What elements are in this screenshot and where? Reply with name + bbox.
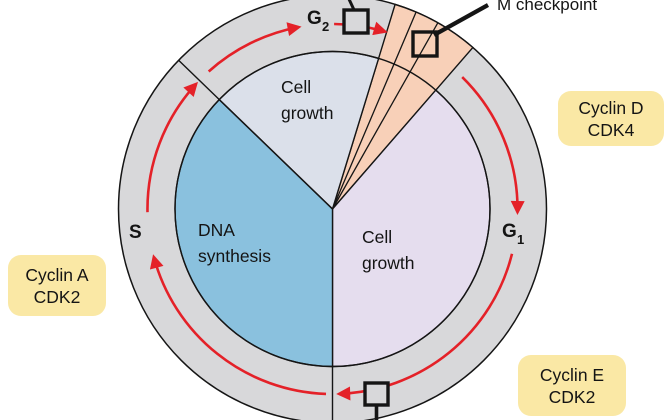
g1-checkpoint-square (363, 381, 390, 407)
slice-label-dna-synthesis: DNA synthesis (198, 220, 271, 266)
phase-label-s: S (129, 222, 142, 243)
phase-label-g1: G1 (502, 221, 525, 247)
slice-label-cell-growth-right: Cell growth (362, 227, 415, 273)
m-wedge-division-line-2 (331, 22, 439, 210)
cyclin-a-cdk2-box: Cyclin A CDK2 (8, 255, 106, 316)
m-wedge-division-line-1 (331, 11, 417, 210)
phase-label-g2: G2 (307, 8, 330, 34)
m-checkpoint-square (411, 30, 439, 58)
slice-label-cell-growth-top: Cell growth (281, 77, 334, 123)
s-g2-boundary-line (178, 59, 333, 210)
arrow-arc-bottom-to-s (149, 254, 327, 396)
cyclin-d-cdk4-box: Cyclin D CDK4 (558, 91, 664, 146)
g2-checkpoint-square (342, 8, 370, 35)
m-checkpoint-label: M checkpoint (497, 0, 598, 14)
m-checkpoint-callout-line (432, 3, 490, 37)
cyclin-e-cdk2-box: Cyclin E CDK2 (518, 355, 626, 416)
arrow-arc-g2-approach (207, 22, 302, 73)
arrow-arc-s-to-g2 (146, 81, 198, 213)
arrow-arc-m-to-g1 (461, 76, 525, 215)
